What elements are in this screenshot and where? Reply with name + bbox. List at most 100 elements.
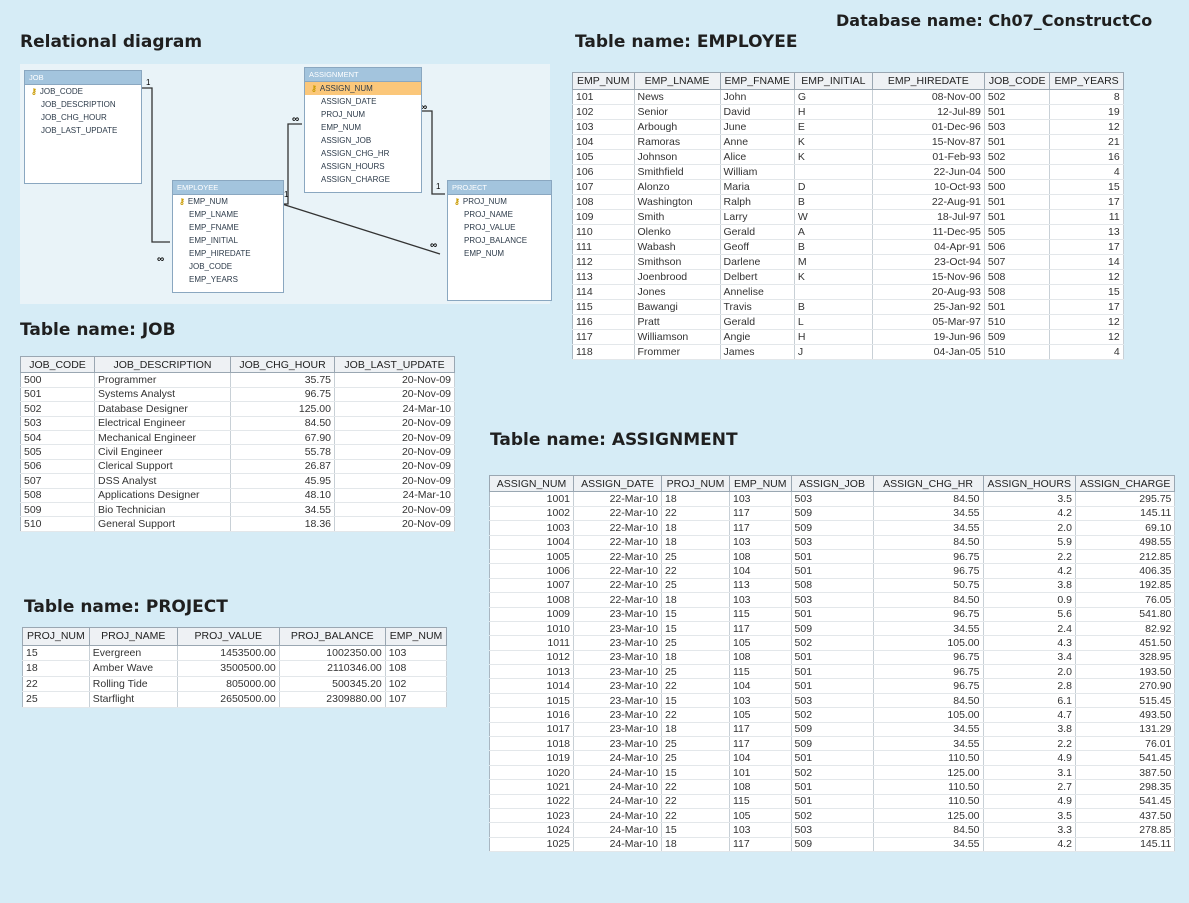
entity-field[interactable]: EMP_YEARS bbox=[189, 275, 238, 284]
column-header[interactable]: EMP_NUM bbox=[384, 627, 448, 646]
column-header[interactable]: ASSIGN_CHG_HR bbox=[872, 474, 984, 493]
column-header[interactable]: PROJ_NAME bbox=[88, 627, 178, 646]
entity-field[interactable]: JOB_CODE bbox=[189, 262, 233, 271]
entity-field[interactable]: EMP_HIREDATE bbox=[189, 249, 251, 258]
column-header[interactable]: EMP_NUM bbox=[729, 474, 792, 493]
column-header[interactable]: EMP_NUM bbox=[572, 72, 635, 90]
entity-field[interactable]: EMP_INITIAL bbox=[189, 236, 238, 245]
column-header[interactable]: PROJ_BALANCE bbox=[278, 627, 386, 646]
column-header[interactable]: JOB_LAST_UPDATE bbox=[334, 355, 455, 374]
column-header[interactable]: JOB_CODE bbox=[20, 355, 95, 374]
column-header[interactable]: PROJ_NUM bbox=[22, 627, 90, 646]
column-header[interactable]: EMP_HIREDATE bbox=[871, 72, 985, 90]
entity-field[interactable]: PROJ_VALUE bbox=[464, 223, 516, 232]
column-header[interactable]: PROJ_VALUE bbox=[176, 627, 280, 646]
column-header[interactable]: ASSIGN_JOB bbox=[790, 474, 874, 493]
entity-field[interactable]: PROJ_NUM bbox=[321, 110, 366, 119]
column-header[interactable]: ASSIGN_HOURS bbox=[982, 474, 1076, 493]
entity-field[interactable]: PROJ_NAME bbox=[464, 210, 513, 219]
entity-employee[interactable]: EMPLOYEE ⚷EMP_NUM EMP_LNAME EMP_FNAME EM… bbox=[172, 180, 284, 293]
entity-assignment[interactable]: ASSIGNMENT ⚷ASSIGN_NUM ASSIGN_DATE PROJ_… bbox=[304, 67, 422, 193]
column-header[interactable]: JOB_CODE bbox=[983, 72, 1051, 90]
column-header[interactable]: EMP_INITIAL bbox=[793, 72, 873, 90]
column-header[interactable]: ASSIGN_DATE bbox=[573, 474, 662, 493]
entity-field[interactable]: ASSIGN_HOURS bbox=[321, 162, 385, 171]
column-header[interactable]: EMP_LNAME bbox=[633, 72, 721, 90]
column-header[interactable]: ASSIGN_NUM bbox=[489, 474, 574, 493]
entity-field[interactable]: ASSIGN_CHG_HR bbox=[321, 149, 390, 158]
entity-field-pk[interactable]: ⚷JOB_CODE bbox=[31, 87, 83, 96]
entity-field[interactable]: EMP_FNAME bbox=[189, 223, 239, 232]
entity-field[interactable]: EMP_NUM bbox=[464, 249, 505, 258]
column-header[interactable]: PROJ_NUM bbox=[661, 474, 730, 493]
entity-field[interactable]: JOB_CHG_HOUR bbox=[41, 113, 107, 122]
entity-field[interactable]: EMP_NUM bbox=[321, 123, 362, 132]
column-header[interactable]: ASSIGN_CHARGE bbox=[1074, 474, 1176, 493]
entity-field[interactable]: EMP_LNAME bbox=[189, 210, 239, 219]
entity-project[interactable]: PROJECT ⚷PROJ_NUM PROJ_NAME PROJ_VALUE P… bbox=[447, 180, 552, 301]
column-header[interactable]: EMP_FNAME bbox=[719, 72, 795, 90]
entity-field[interactable]: ASSIGN_CHARGE bbox=[321, 175, 390, 184]
entity-job[interactable]: JOB ⚷JOB_CODE JOB_DESCRIPTION JOB_CHG_HO… bbox=[24, 70, 142, 184]
entity-field-pk[interactable]: ⚷PROJ_NUM bbox=[454, 197, 507, 206]
column-header[interactable]: EMP_YEARS bbox=[1049, 72, 1124, 90]
entity-field[interactable]: ASSIGN_JOB bbox=[321, 136, 372, 145]
entity-field-pk[interactable]: ⚷ASSIGN_NUM bbox=[305, 82, 421, 95]
entity-field[interactable]: ASSIGN_DATE bbox=[321, 97, 377, 106]
column-header[interactable]: JOB_DESCRIPTION bbox=[94, 355, 231, 374]
